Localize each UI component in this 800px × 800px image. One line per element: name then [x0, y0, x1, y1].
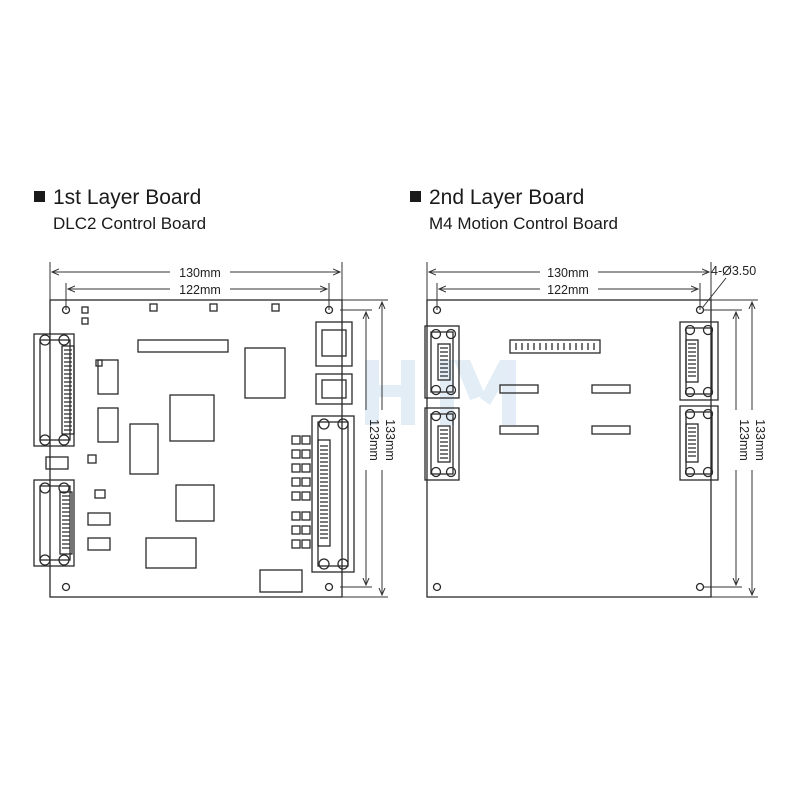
db-connector: [679, 405, 719, 481]
board1-subtitle: DLC2 Control Board: [53, 214, 207, 233]
board2-hole-callout: 4-Ø3.50: [711, 264, 756, 278]
mounting-hole: [324, 582, 334, 592]
board2-inner-height-label: 123mm: [737, 419, 751, 461]
board1-title: 1st Layer Board: [53, 186, 202, 209]
db-connector: [33, 333, 75, 447]
board2-dimensions: [426, 262, 758, 598]
mounting-hole: [695, 582, 705, 592]
db-connector: [424, 325, 460, 399]
board1-drawing: [33, 299, 355, 598]
board1-heading: 1st Layer Board DLC2 Control Board: [34, 186, 206, 234]
board1-inner-width-label: 122mm: [179, 283, 221, 297]
db-connector: [33, 479, 75, 567]
db-connector: [424, 407, 460, 481]
bullet-square-icon: [410, 191, 421, 202]
board2-outer-width-label: 130mm: [547, 266, 589, 280]
board1-outline: [49, 299, 343, 598]
mounting-hole: [61, 582, 71, 592]
db-connector: [679, 321, 719, 401]
board1-outer-width-label: 130mm: [179, 266, 221, 280]
board1-dimensions: [49, 262, 388, 598]
board2-drawing: [424, 299, 719, 598]
mounting-hole: [432, 582, 442, 592]
board2-subtitle: M4 Motion Control Board: [429, 214, 618, 233]
board2-outer-height-label: 133mm: [753, 419, 767, 461]
bullet-square-icon: [34, 191, 45, 202]
board1-outer-height-label: 133mm: [383, 419, 397, 461]
board2-title: 2nd Layer Board: [429, 186, 585, 209]
board2-inner-width-label: 122mm: [547, 283, 589, 297]
board2-heading: 2nd Layer Board M4 Motion Control Board: [410, 186, 618, 234]
board2-outline: [426, 299, 712, 598]
db-connector: [311, 415, 355, 573]
board1-inner-height-label: 123mm: [367, 419, 381, 461]
hole-callout-leader: [702, 277, 727, 308]
